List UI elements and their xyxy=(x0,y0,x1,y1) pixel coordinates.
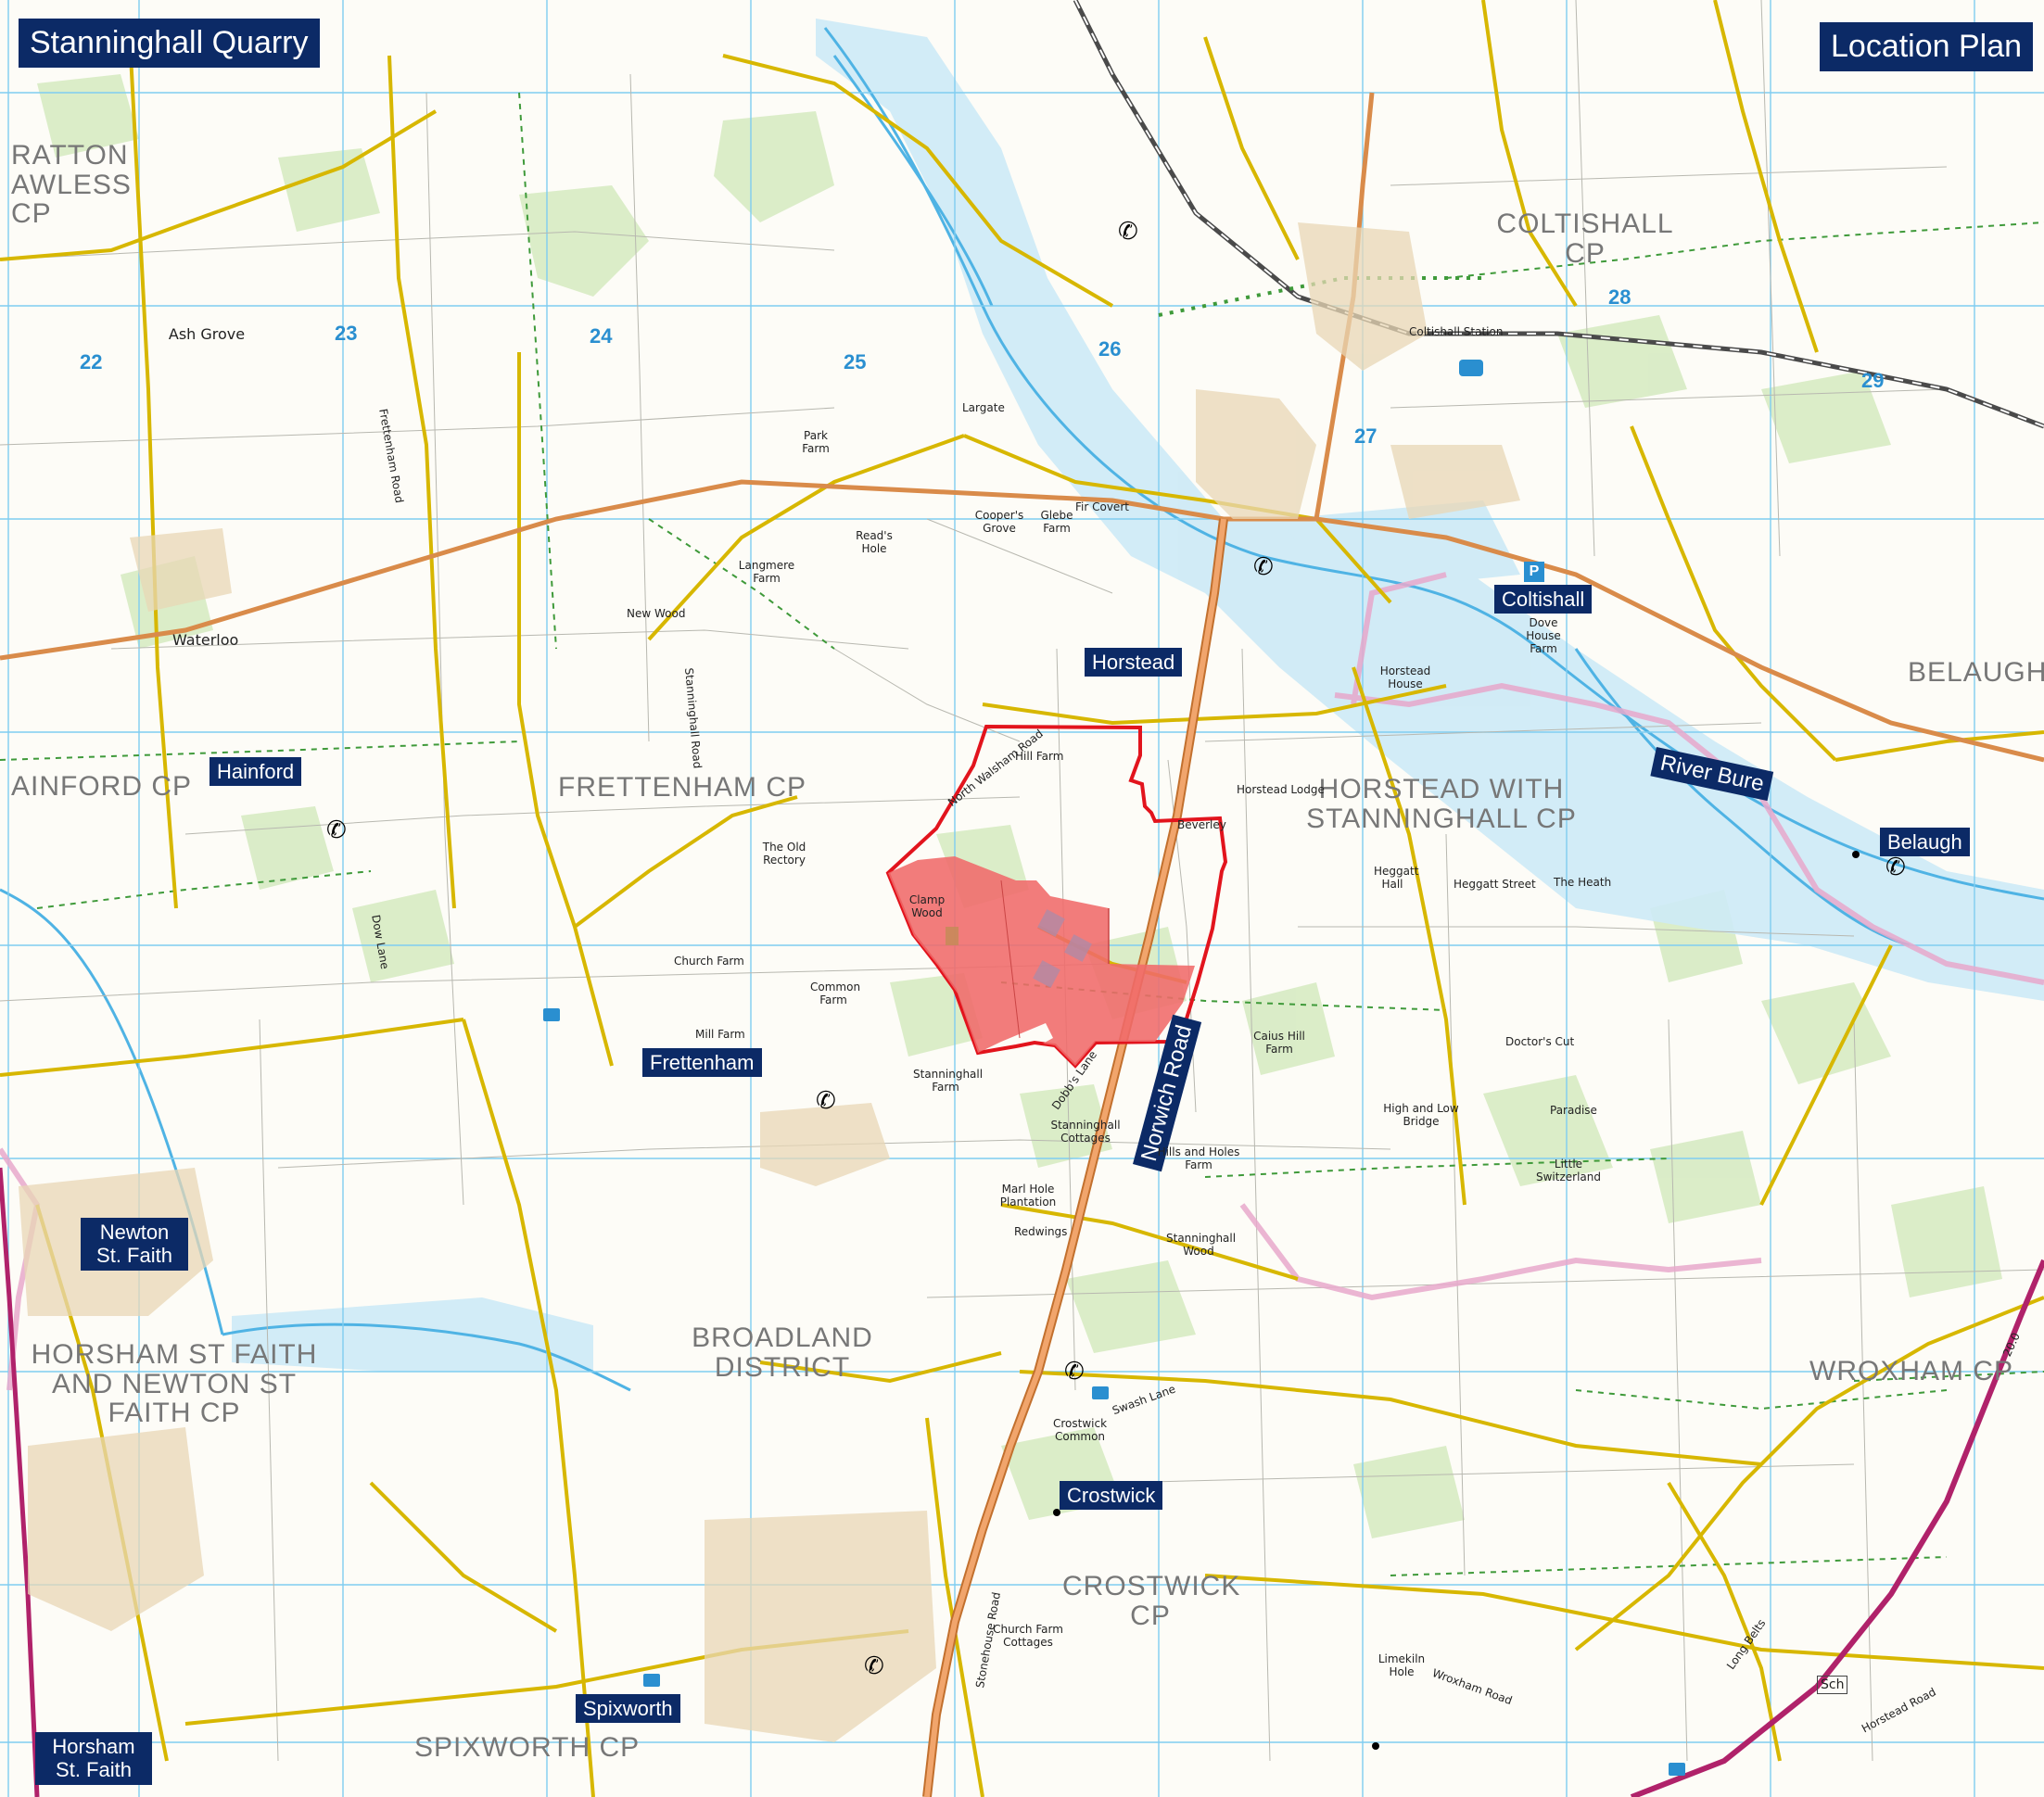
telephone-icon: ✆ xyxy=(1064,1357,1085,1385)
place-spixworth: Spixworth xyxy=(576,1694,680,1724)
label-reads-hole: Read's Hole xyxy=(856,529,893,555)
label-beverley: Beverley xyxy=(1177,818,1226,831)
label-the-heath: The Heath xyxy=(1554,876,1612,889)
label-langmere-farm: Langmere Farm xyxy=(738,559,795,585)
label-crostwick-common: Crostwick Common xyxy=(1052,1417,1108,1443)
steam-train-icon xyxy=(1459,360,1483,376)
telephone-icon: ✆ xyxy=(864,1651,884,1679)
label-common-farm: Common Farm xyxy=(810,981,861,1006)
main-road xyxy=(0,518,2044,1797)
parish-spixworth: SPIXWORTH CP xyxy=(414,1732,641,1763)
place-hainford: Hainford xyxy=(209,757,302,787)
pub-icon xyxy=(1092,1386,1109,1399)
label-spot-height: Sch xyxy=(1817,1676,1848,1695)
parking-icon: P xyxy=(1524,562,1544,582)
label-heggatt-hall: Heggatt Hall xyxy=(1374,865,1419,891)
pub-icon xyxy=(1669,1763,1685,1776)
telephone-icon: ✆ xyxy=(1118,217,1138,245)
label-waterloo: Waterloo xyxy=(172,631,239,649)
telephone-icon: ✆ xyxy=(1253,552,1274,580)
label-hill-farm: Hill Farm xyxy=(1015,750,1064,763)
label-largate: Largate xyxy=(962,401,1005,414)
label-church-farm-cottages: Church Farm Cottages xyxy=(993,1623,1063,1649)
telephone-icon: ✆ xyxy=(326,816,347,843)
footpaths xyxy=(0,92,2044,1576)
label-paradise: Paradise xyxy=(1550,1104,1597,1117)
map-title: Stanninghall Quarry xyxy=(19,19,320,68)
label-high-and-low-bridge: High and Low Bridge xyxy=(1383,1102,1459,1128)
place-coltishall: Coltishall xyxy=(1494,585,1593,614)
parish-hainford: AINFORD CP xyxy=(11,771,193,802)
built-up-areas xyxy=(19,222,1520,1742)
parish-belaugh: BELAUGH xyxy=(1908,657,2044,688)
grid-number: 27 xyxy=(1354,424,1377,448)
place-crostwick: Crostwick xyxy=(1060,1481,1163,1511)
label-caius-hill-farm: Caius Hill Farm xyxy=(1253,1030,1305,1056)
parish-horsham-newton: HORSHAM ST FAITH AND NEWTON ST FAITH CP xyxy=(31,1339,318,1428)
label-stratton-strawless: Ash Grove xyxy=(168,325,246,343)
label-clamp-wood: Clamp Wood xyxy=(908,893,946,919)
parish-wroxham: WROXHAM CP xyxy=(1809,1356,2013,1386)
parish-frettenham: FRETTENHAM CP xyxy=(558,772,806,803)
label-horstead-lodge: Horstead Lodge xyxy=(1237,783,1325,796)
telephone-icon: ✆ xyxy=(1885,853,1906,880)
label-coopers-grove: Cooper's Grove xyxy=(974,509,1024,535)
district-broadland: BROADLAND DISTRICT xyxy=(692,1322,873,1383)
label-horstead-house: Horstead House xyxy=(1379,664,1431,690)
grid-number: 23 xyxy=(335,322,358,345)
label-dove-house-farm: Dove House Farm xyxy=(1526,616,1561,655)
place-frettenham: Frettenham xyxy=(642,1048,762,1078)
label-glebe-farm: Glebe Farm xyxy=(1040,509,1073,535)
grid-number: 29 xyxy=(1861,369,1885,392)
grid-number: 25 xyxy=(844,350,867,373)
place-horsham-st-faith: Horsham St. Faith xyxy=(35,1732,152,1785)
plan-type-label: Location Plan xyxy=(1820,22,2034,71)
pub-icon xyxy=(543,1008,560,1021)
label-heggatt-street: Heggatt Street xyxy=(1454,878,1536,891)
label-stanninghall-cottages: Stanninghall Cottages xyxy=(1050,1119,1121,1145)
label-church-farm: Church Farm xyxy=(674,955,744,968)
label-old-rectory: The Old Rectory xyxy=(762,841,806,867)
label-marl-hole-plantation: Marl Hole Plantation xyxy=(999,1183,1057,1209)
label-new-wood: New Wood xyxy=(627,607,686,620)
label-hills-and-holes-farm: Hills and Holes Farm xyxy=(1157,1145,1240,1171)
grid-number: 24 xyxy=(590,324,613,348)
parish-stratton-strawless: RATTON AWLESS CP xyxy=(11,140,132,229)
label-park-farm: Park Farm xyxy=(802,429,830,455)
parish-horstead-with-stanninghall: HORSTEAD WITH STANNINGHALL CP xyxy=(1306,774,1577,834)
grid-number: 28 xyxy=(1608,285,1631,309)
label-redwings: Redwings xyxy=(1014,1225,1068,1238)
label-doctors-cut: Doctor's Cut xyxy=(1505,1035,1575,1048)
extraction-area xyxy=(888,856,1195,1066)
label-stanninghall-wood: Stanninghall Wood xyxy=(1166,1232,1237,1258)
church-tower-icon xyxy=(1852,851,1860,858)
label-stanninghall-farm: Stanninghall Farm xyxy=(913,1068,984,1094)
label-mill-farm: Mill Farm xyxy=(695,1028,745,1041)
place-horstead: Horstead xyxy=(1085,648,1183,677)
label-limekiln-hole: Limekiln Hole xyxy=(1377,1652,1426,1678)
grid-number: 22 xyxy=(80,350,103,373)
parish-crostwick: CROSTWICK CP xyxy=(1062,1571,1241,1631)
telephone-icon: ✆ xyxy=(816,1086,836,1114)
place-belaugh: Belaugh xyxy=(1880,828,1970,857)
grid-number: 26 xyxy=(1098,337,1122,361)
label-little-switzerland: Little Switzerland xyxy=(1536,1158,1601,1183)
label-b1354: Fir Covert xyxy=(1075,500,1129,513)
pub-icon xyxy=(643,1674,660,1687)
church-tower-icon xyxy=(1372,1742,1379,1750)
church-tower-icon xyxy=(1053,1509,1060,1516)
parish-coltishall: COLTISHALL CP xyxy=(1496,209,1674,269)
label-bure-valley-railway: Coltishall Station xyxy=(1409,325,1504,338)
place-newton-st-faith: Newton St. Faith xyxy=(81,1218,188,1271)
